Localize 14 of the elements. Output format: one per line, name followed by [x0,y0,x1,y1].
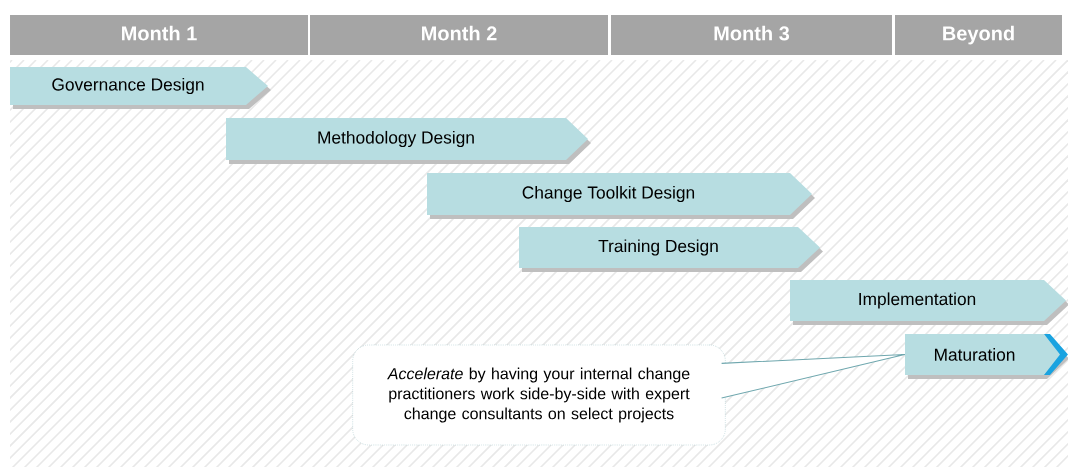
timeline-bar: Governance Design [10,67,271,109]
timeline-bar: Change Toolkit Design [427,173,815,219]
node-label: Month 1 [122,25,197,41]
month-header: Month 3 [611,15,892,55]
timeline-bar: Implementation [790,280,1068,325]
callout-tail [721,353,906,399]
timeline-bar: Maturation [905,334,1068,379]
month-header: Beyond [895,15,1062,55]
timeline-bar: Methodology Design [226,118,591,164]
callout-bubble: Accelerate by having your internal change practitioners work side-by-side with expert change consultants on select projects [352,344,726,446]
node-label: Month 2 [422,25,497,41]
month-header: Month 1 [10,15,308,55]
timeline-bar: Training Design [519,227,823,272]
month-header: Month 2 [310,15,608,55]
